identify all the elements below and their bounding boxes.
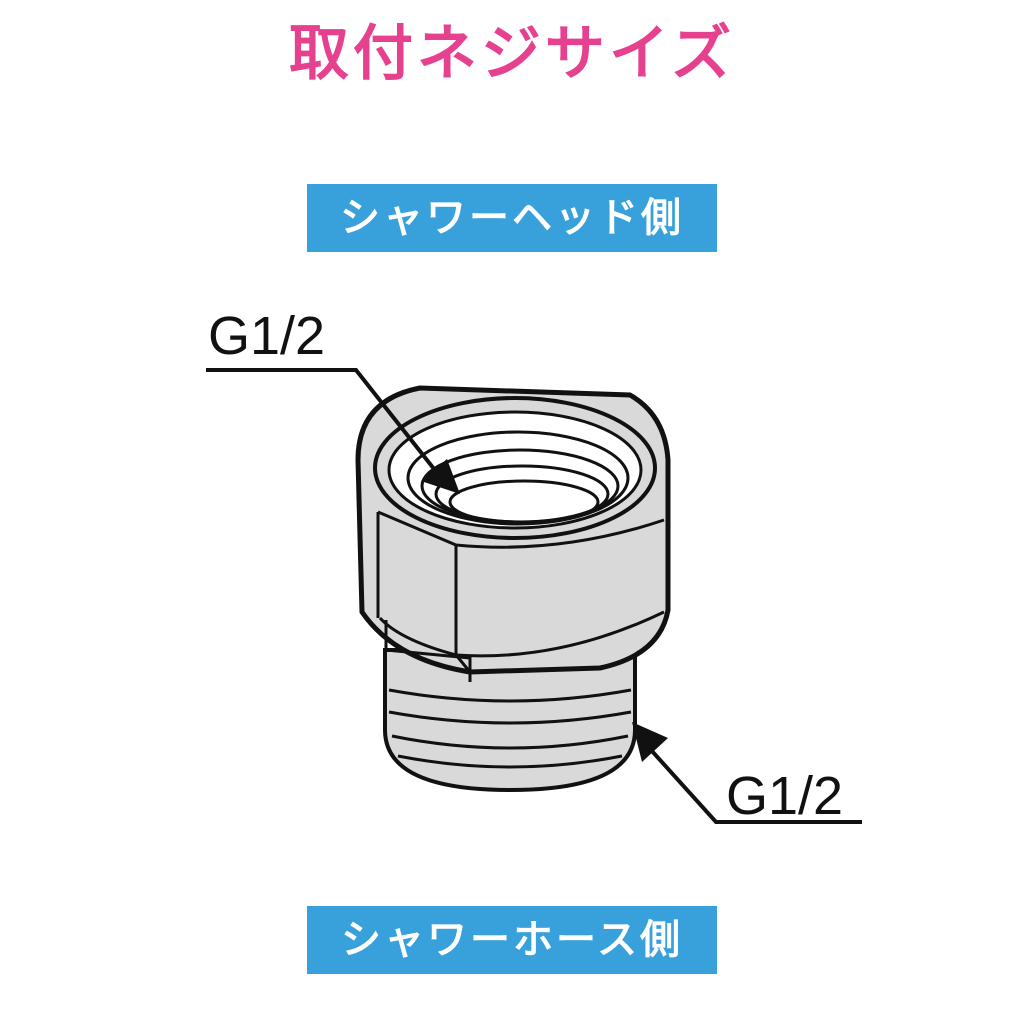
female-thread-opening [373,396,657,540]
bottom-thread-size: G1/2 [726,766,844,826]
top-thread-leader [206,368,460,494]
bottom-thread-leader [632,722,862,824]
page-title: 取付ネジサイズ [288,19,736,89]
top-thread-size: G1/2 [208,306,326,366]
shower-hose-side-label: シャワーホース側 [307,906,717,974]
male-thread-section [383,648,637,793]
shower-head-side-label: シャワーヘッド側 [307,184,717,252]
